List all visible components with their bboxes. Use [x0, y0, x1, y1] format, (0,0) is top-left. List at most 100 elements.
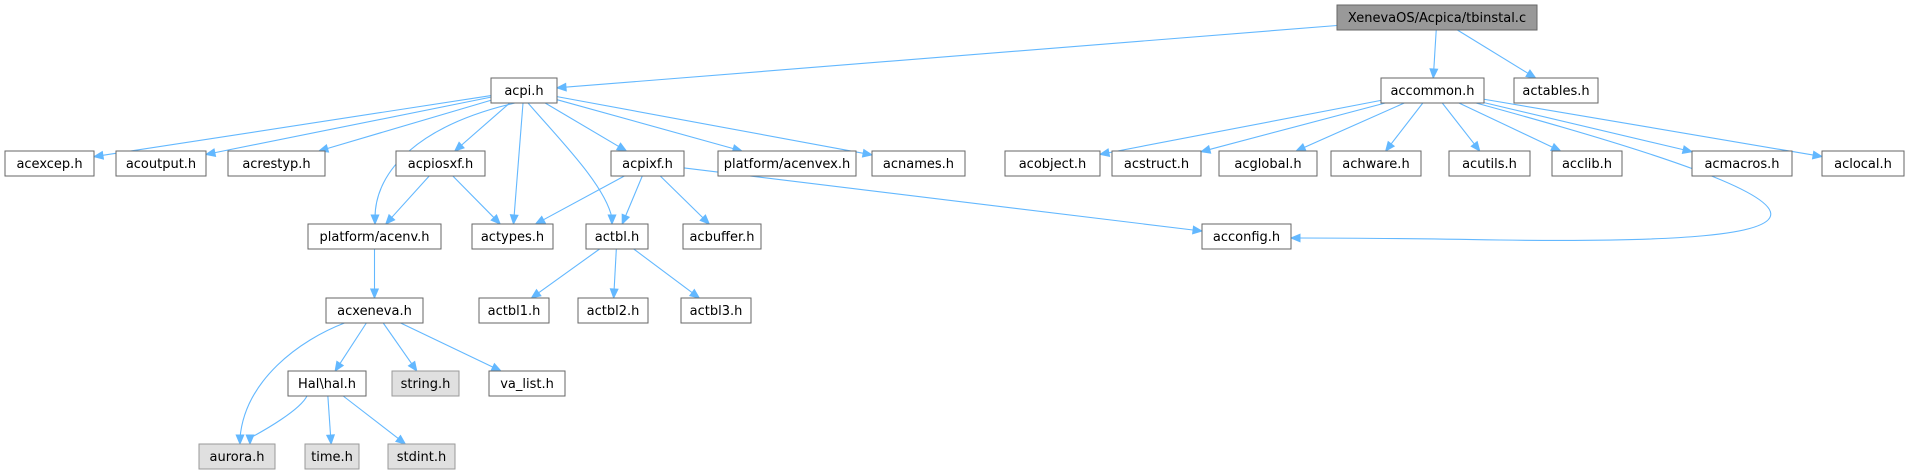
edge-accommon-to-acmacros-arrowhead: [1681, 145, 1694, 154]
node-acbuffer-box[interactable]: [682, 223, 762, 250]
node-acrestyp-label: acrestyp.h: [242, 157, 310, 172]
node-acenvex[interactable]: platform/acenvex.h: [717, 150, 857, 177]
node-acglobal[interactable]: acglobal.h: [1218, 150, 1318, 177]
node-valist[interactable]: va_list.h: [488, 370, 566, 397]
node-string-box: [391, 370, 460, 397]
edge-root-to-accommon-line: [1433, 29, 1437, 71]
node-acoutput-box[interactable]: [115, 150, 207, 177]
edge-acxeneva-to-aurora-arrowhead: [235, 434, 245, 446]
node-accommon-box[interactable]: [1380, 77, 1485, 104]
edge-accommon-to-acutils-line: [1441, 102, 1476, 146]
node-acpixf-box[interactable]: [610, 150, 685, 177]
node-actbl1-box[interactable]: [478, 297, 550, 324]
node-actbl2-box[interactable]: [577, 297, 649, 324]
node-achware[interactable]: achware.h: [1330, 150, 1422, 177]
node-actbl3[interactable]: actbl3.h: [680, 297, 752, 324]
node-acenv[interactable]: platform/acenv.h: [307, 223, 442, 250]
node-time: time.h: [304, 443, 360, 470]
edge-actbl-to-actbl3-arrowhead: [688, 288, 701, 299]
node-acrestyp[interactable]: acrestyp.h: [227, 150, 326, 177]
edge-acpiosxf-to-acenv-arrowhead: [384, 213, 396, 225]
node-actbl-label: actbl.h: [595, 230, 639, 245]
node-acnames-label: acnames.h: [883, 157, 954, 172]
node-aclocal[interactable]: aclocal.h: [1821, 150, 1905, 177]
edges-layer: [92, 24, 1824, 446]
edge-accommon-to-acconfig: [1289, 102, 1772, 243]
node-acconfig-box[interactable]: [1201, 223, 1292, 250]
node-valist-box[interactable]: [488, 370, 566, 397]
node-acpi-box[interactable]: [490, 77, 558, 104]
node-root: XenevaOS/Acpica/tbinstal.c: [1336, 4, 1538, 31]
node-acstruct-box[interactable]: [1111, 150, 1202, 177]
node-actbl[interactable]: actbl.h: [585, 223, 649, 250]
node-actables-box[interactable]: [1513, 77, 1599, 104]
node-acnames-box[interactable]: [871, 150, 966, 177]
node-acmacros[interactable]: acmacros.h: [1691, 150, 1793, 177]
edge-halh-to-time: [325, 395, 336, 446]
node-acpi[interactable]: acpi.h: [490, 77, 558, 104]
edge-accommon-to-aclocal-line: [1483, 98, 1815, 156]
node-accommon[interactable]: accommon.h: [1380, 77, 1485, 104]
node-acbuffer[interactable]: acbuffer.h: [682, 223, 762, 250]
node-halh[interactable]: Hal\hal.h: [287, 370, 367, 397]
node-acobject[interactable]: acobject.h: [1004, 150, 1101, 177]
node-acexcep[interactable]: acexcep.h: [4, 150, 95, 177]
node-acxeneva-box[interactable]: [325, 297, 424, 324]
edge-root-to-actables-line: [1457, 29, 1530, 75]
edge-accommon-to-acmacros: [1483, 102, 1694, 154]
node-acconfig[interactable]: acconfig.h: [1201, 223, 1292, 250]
node-acstruct-label: acstruct.h: [1124, 157, 1189, 172]
edge-acpiosxf-to-acenv-line: [390, 175, 430, 219]
node-halh-box[interactable]: [287, 370, 367, 397]
node-actbl3-box[interactable]: [680, 297, 752, 324]
node-acglobal-label: acglobal.h: [1234, 157, 1301, 172]
node-acclib-box[interactable]: [1551, 150, 1623, 177]
edge-acpi-to-actypes-line: [513, 102, 524, 217]
node-actypes-box[interactable]: [471, 223, 554, 250]
node-acconfig-label: acconfig.h: [1213, 230, 1280, 245]
edge-halh-to-aurora: [245, 395, 308, 446]
node-actypes[interactable]: actypes.h: [471, 223, 554, 250]
edge-acxeneva-to-string: [382, 322, 418, 373]
node-achware-box[interactable]: [1330, 150, 1422, 177]
edge-accommon-to-acmacros-line: [1483, 102, 1685, 151]
node-acpiosxf[interactable]: acpiosxf.h: [395, 150, 486, 177]
node-stdint: stdint.h: [387, 443, 456, 470]
node-root-label: XenevaOS/Acpica/tbinstal.c: [1348, 11, 1526, 26]
node-acclib[interactable]: acclib.h: [1551, 150, 1623, 177]
node-acglobal-box[interactable]: [1218, 150, 1318, 177]
node-acstruct[interactable]: acstruct.h: [1111, 150, 1202, 177]
edge-acxeneva-to-halh-arrowhead: [334, 360, 345, 373]
edge-accommon-to-acclib-line: [1458, 102, 1554, 149]
node-acmacros-box[interactable]: [1691, 150, 1793, 177]
node-achware-label: achware.h: [1342, 157, 1409, 172]
node-acutils[interactable]: acutils.h: [1448, 150, 1531, 177]
edge-accommon-to-acconfig-line: [1296, 102, 1772, 242]
node-acpi-label: acpi.h: [504, 84, 543, 99]
node-actbl2-label: actbl2.h: [587, 304, 640, 319]
node-actbl2[interactable]: actbl2.h: [577, 297, 649, 324]
node-acutils-box[interactable]: [1448, 150, 1531, 177]
edge-accommon-to-achware-line: [1390, 102, 1424, 146]
node-actables[interactable]: actables.h: [1513, 77, 1599, 104]
node-actbl-box[interactable]: [585, 223, 649, 250]
nodes-layer: XenevaOS/Acpica/tbinstal.c acpi.h accommon…: [4, 4, 1905, 470]
edge-acpi-to-acnames: [556, 96, 874, 158]
node-acenvex-box[interactable]: [717, 150, 857, 177]
node-acnames[interactable]: acnames.h: [871, 150, 966, 177]
node-acexcep-box[interactable]: [4, 150, 95, 177]
node-aclocal-box[interactable]: [1821, 150, 1905, 177]
node-acpixf[interactable]: acpixf.h: [610, 150, 685, 177]
node-acenv-box[interactable]: [307, 223, 442, 250]
node-acoutput[interactable]: acoutput.h: [115, 150, 207, 177]
edge-accommon-to-acclib-arrowhead: [1550, 142, 1562, 152]
node-acxeneva[interactable]: acxeneva.h: [325, 297, 424, 324]
edge-accommon-to-acglobal-arrowhead: [1294, 142, 1307, 152]
node-acpiosxf-box[interactable]: [395, 150, 486, 177]
node-acenv-label: platform/acenv.h: [319, 230, 429, 245]
edge-acpi-to-acpiosxf-line: [460, 102, 511, 147]
edge-actbl-to-actbl2-arrowhead: [609, 288, 619, 300]
node-acrestyp-box[interactable]: [227, 150, 326, 177]
node-acobject-box[interactable]: [1004, 150, 1101, 177]
node-actbl1[interactable]: actbl1.h: [478, 297, 550, 324]
